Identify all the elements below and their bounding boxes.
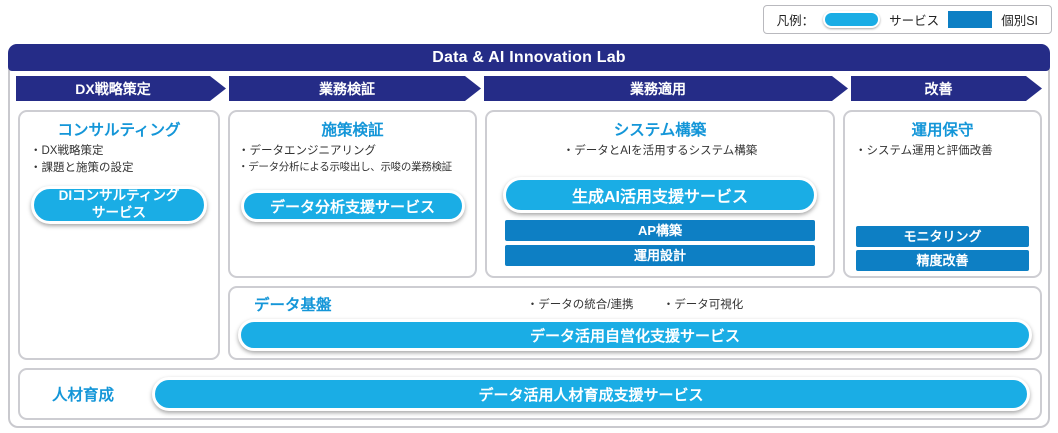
phase-label: 業務検証	[319, 80, 375, 97]
phase-arrow-dx-strategy: DX戦略策定	[16, 76, 226, 101]
si-bar-ap-build: AP構築	[505, 220, 815, 242]
pill-label: データ活用自営化支援サービス	[529, 327, 740, 345]
title-banner: Data & AI Innovation Lab	[8, 44, 1050, 71]
phase-arrow-application: 業務適用	[484, 76, 848, 101]
bullet-item: ・データエンジニアリング	[238, 145, 376, 157]
system-build-panel: システム構築 ・データとAIを活用するシステム構築 生成AI活用支援サービス A…	[485, 110, 835, 278]
si-bar-accuracy-improvement: 精度改善	[856, 250, 1029, 271]
consulting-header: コンサルティング	[57, 122, 181, 139]
bullet-item: ・データの統合/連携	[526, 299, 634, 311]
genai-service-pill: 生成AI活用支援サービス	[503, 177, 817, 214]
legend-individual-si-label: 個別SI	[1001, 14, 1038, 28]
service-pill-swatch	[823, 11, 881, 28]
data-platform-header: データ基盤	[254, 297, 332, 314]
pill-label-line: サービス	[92, 204, 146, 220]
phase-label: DX戦略策定	[75, 80, 151, 97]
legend-service-label: サービス	[889, 14, 940, 28]
pill-label-line: DIコンサルティング	[58, 187, 180, 203]
legend: 凡例： サービス 個別SI	[762, 5, 1052, 34]
measure-validation-panel: 施策検証 ・データエンジニアリング ・データ分析による示唆出し、示唆の業務検証 …	[228, 110, 477, 278]
bullet-item: ・データ分析による示唆出し、示唆の業務検証	[238, 161, 452, 174]
di-consulting-service-pill: DIコンサルティング サービス	[31, 185, 207, 224]
pill-label: 生成AI活用支援サービス	[571, 189, 748, 207]
pill-label: データ活用人材育成支援サービス	[478, 386, 704, 404]
bullet-item: ・DX戦略策定	[30, 145, 104, 157]
operation-maintenance-header: 運用保守	[911, 122, 974, 139]
talent-development-header: 人材育成	[52, 387, 115, 404]
data-analysis-service-pill: データ分析支援サービス	[240, 190, 465, 222]
measure-validation-header: 施策検証	[321, 122, 384, 139]
phase-arrow-improvement: 改善	[851, 76, 1042, 101]
bullet-item: ・課題と施策の設定	[30, 162, 134, 175]
system-build-header: システム構築	[613, 122, 707, 139]
page-title: Data & AI Innovation Lab	[432, 48, 626, 66]
legend-title: 凡例：	[776, 14, 815, 28]
phase-arrow-validation: 業務検証	[229, 76, 481, 101]
pill-label: データ分析支援サービス	[269, 198, 435, 216]
phase-label: 改善	[924, 80, 953, 97]
phase-label: 業務適用	[630, 80, 686, 97]
bullet-item: ・システム運用と評価改善	[855, 145, 993, 157]
talent-development-panel: 人材育成 データ活用人材育成支援サービス	[18, 368, 1042, 420]
talent-development-service-pill: データ活用人材育成支援サービス	[152, 377, 1030, 411]
si-bar-operation-design: 運用設計	[505, 245, 815, 267]
bullet-item: ・データ可視化	[662, 299, 744, 311]
bullet-item: ・データとAIを活用するシステム構築	[562, 145, 758, 157]
consulting-panel: コンサルティング ・DX戦略策定 ・課題と施策の設定 DIコンサルティング サー…	[18, 110, 220, 360]
diagram-container: Data & AI Innovation Lab DX戦略策定 業務検証 業務適…	[8, 44, 1050, 428]
operation-maintenance-panel: 運用保守 ・システム運用と評価改善 モニタリング 精度改善	[843, 110, 1042, 278]
si-bar-monitoring: モニタリング	[856, 226, 1029, 247]
individual-si-swatch	[948, 11, 993, 28]
data-utilization-service-pill: データ活用自営化支援サービス	[238, 319, 1032, 351]
data-platform-panel: データ基盤 ・データの統合/連携 ・データ可視化 データ活用自営化支援サービス	[228, 286, 1042, 360]
